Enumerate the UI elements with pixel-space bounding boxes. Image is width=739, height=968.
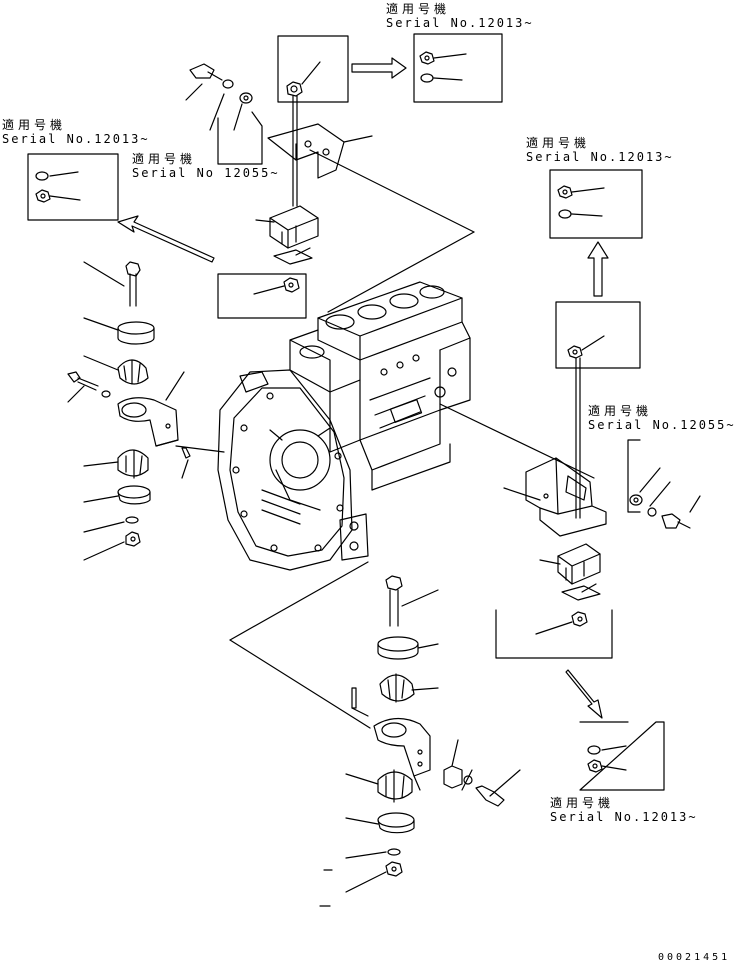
label-applicable-model: 適用号機 xyxy=(526,136,591,150)
label-serial-number: Serial No 12055~ xyxy=(132,166,280,180)
right-upper-callout xyxy=(550,170,642,518)
right-lower-box xyxy=(496,610,664,790)
label-applicable-model: 適用号機 xyxy=(132,152,197,166)
left-mount-stack xyxy=(68,262,224,560)
label-serial-number: Serial No.12013~ xyxy=(386,16,534,30)
label-top-center: 適用号機 Serial No.12013~ xyxy=(386,2,534,30)
top-left-callout xyxy=(28,154,214,262)
drawing-code: 00021451 xyxy=(658,952,731,963)
label-applicable-model: 適用号機 xyxy=(2,118,67,132)
label-applicable-model: 適用号機 xyxy=(550,796,615,810)
label-bottom-right: 適用号機 Serial No.12013~ xyxy=(550,796,698,824)
label-top-left: 適用号機 Serial No.12013~ xyxy=(2,118,150,146)
top-center-mount xyxy=(186,36,406,264)
label-serial-number: Serial No.12013~ xyxy=(550,810,698,824)
top-center-callout xyxy=(414,34,502,102)
label-applicable-model: 適用号機 xyxy=(588,404,653,418)
label-applicable-model: 適用号機 xyxy=(386,2,451,16)
label-right-upper: 適用号機 Serial No.12013~ xyxy=(526,136,674,164)
label-mid-left: 適用号機 Serial No 12055~ xyxy=(132,152,280,180)
label-right-middle: 適用号機 Serial No.12055~ xyxy=(588,404,736,432)
label-serial-number: Serial No.12013~ xyxy=(2,132,150,146)
center-small-box xyxy=(218,150,474,318)
label-serial-number: Serial No.12055~ xyxy=(588,418,736,432)
engine-block-icon xyxy=(218,282,470,570)
bottom-mount-stack xyxy=(230,562,520,906)
label-serial-number: Serial No.12013~ xyxy=(526,150,674,164)
right-bracket-assembly xyxy=(440,404,700,600)
